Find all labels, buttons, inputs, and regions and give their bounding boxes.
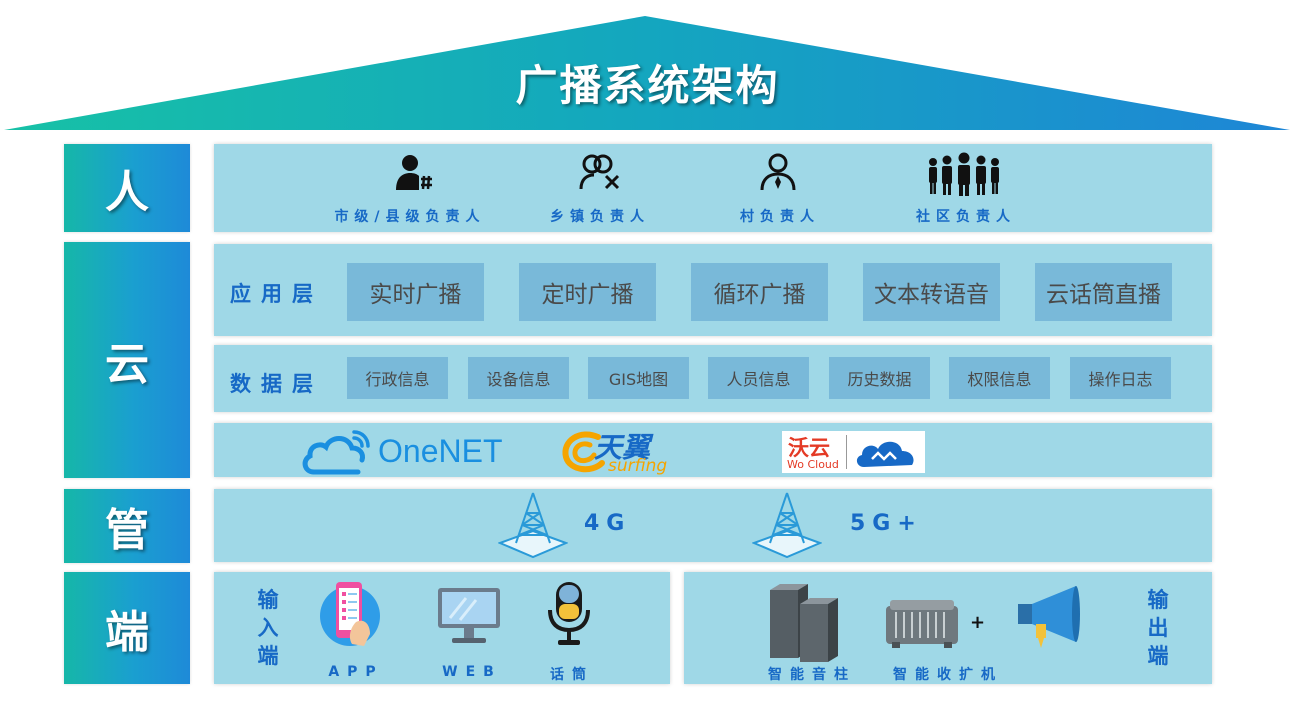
person-label-community: 社区负责人 <box>916 209 1016 225</box>
people-panel: 市级/县级负责人 乡镇负责人 村负责人 社区负责人 <box>214 144 1212 232</box>
phone-app-icon <box>320 582 380 646</box>
layer-label-people: 人 <box>64 144 190 232</box>
data-item-permission: 权限信息 <box>949 357 1050 399</box>
app-item-realtime: 实时广播 <box>347 263 484 321</box>
page-title: 广播系统架构 <box>515 61 780 110</box>
people-group-icon <box>929 152 999 196</box>
network-label-5g: 5G+ <box>850 511 923 536</box>
data-item-personnel: 人员信息 <box>708 357 809 399</box>
data-layer-panel: 数据层 行政信息 设备信息 GIS地图 人员信息 历史数据 权限信息 操作日志 <box>214 345 1212 412</box>
signal-tower-icon-4g <box>498 492 568 559</box>
person-label-village: 村负责人 <box>740 209 820 225</box>
signal-tower-icon-5g <box>752 492 822 559</box>
wocloud-en-text: Wo Cloud <box>787 458 839 471</box>
app-item-cloud-mic: 云话筒直播 <box>1035 263 1172 321</box>
device-label-web: WEB <box>442 664 502 680</box>
plus-sign: + <box>970 612 986 633</box>
cloud-logo-icon <box>302 430 370 475</box>
application-layer-panel: 应用层 实时广播 定时广播 循环广播 文本转语音 云话筒直播 <box>214 244 1212 336</box>
microphone-icon <box>548 582 590 645</box>
wocloud-logo: 沃云 Wo Cloud <box>782 431 925 473</box>
user-tools-icon <box>579 154 620 190</box>
layer-label-cloud: 云 <box>64 242 190 478</box>
device-label-speaker: 智能音柱 <box>768 667 856 683</box>
data-item-device: 设备信息 <box>468 357 569 399</box>
tianyi-swirl-icon <box>562 431 605 473</box>
app-item-scheduled: 定时广播 <box>519 263 656 321</box>
logo-divider <box>846 435 847 469</box>
tianyi-logo-text: 天翼 <box>594 431 651 464</box>
device-label-mic: 话筒 <box>550 667 594 683</box>
device-label-amplifier: 智能收扩机 <box>893 667 1003 683</box>
amplifier-receiver-icon <box>886 600 958 648</box>
unicom-cloud-icon <box>856 441 914 467</box>
roof-banner <box>4 16 1290 130</box>
speaker-column-icon <box>770 584 838 662</box>
layer-label-pipe: 管 <box>64 489 190 563</box>
data-item-history: 历史数据 <box>829 357 930 399</box>
wocloud-logo-text: 沃云 <box>788 436 830 460</box>
data-layer-label: 数据层 <box>230 372 323 396</box>
user-tie-icon <box>760 153 796 191</box>
data-item-gis: GIS地图 <box>588 357 689 399</box>
app-item-loop: 循环广播 <box>691 263 828 321</box>
data-item-log: 操作日志 <box>1070 357 1171 399</box>
data-item-admin: 行政信息 <box>347 357 448 399</box>
onenet-logo-text: OneNET <box>378 433 503 469</box>
layer-label-end: 端 <box>64 572 190 684</box>
person-label-town: 乡镇负责人 <box>550 209 650 225</box>
output-label: 输出端 <box>1147 588 1169 668</box>
device-label-app: APP <box>328 664 384 680</box>
horn-speaker-icon <box>1018 586 1080 648</box>
platform-panel: OneNET 天翼 surfing 沃云 Wo Cloud <box>214 423 1212 477</box>
network-label-4g: 4G <box>584 511 632 536</box>
person-label-city: 市级/县级负责人 <box>334 209 486 225</box>
network-panel: 4G 5G+ <box>214 489 1212 562</box>
input-panel: 输入端 APP WEB 话筒 <box>214 572 670 684</box>
application-layer-label: 应用层 <box>230 282 323 306</box>
surfing-logo-text: surfing <box>608 456 668 476</box>
input-label: 输入端 <box>257 588 279 668</box>
monitor-web-icon <box>438 588 500 643</box>
admin-user-icon <box>396 155 432 190</box>
output-panel: 智能音柱 智能收扩机 + 输出端 <box>684 572 1212 684</box>
app-item-tts: 文本转语音 <box>863 263 1000 321</box>
